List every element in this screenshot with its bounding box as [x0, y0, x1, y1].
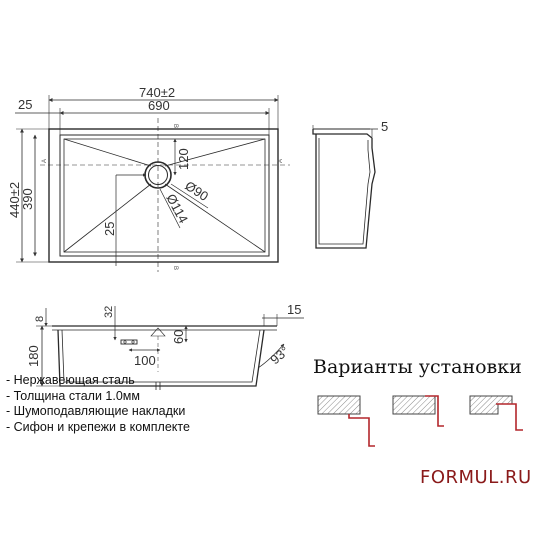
overflow-slot: [120, 339, 138, 345]
dim-overall-width: 740±2: [139, 85, 175, 100]
side-profile-inner: [318, 138, 371, 245]
feature-item: - Шумоподавляющие накладки: [6, 404, 186, 418]
dim-overflow-height: 60: [171, 330, 186, 344]
dim-flange: 25: [18, 97, 32, 112]
installation-variants: [317, 395, 523, 447]
section-view: [36, 306, 304, 390]
dim-rim-thickness: 8: [34, 316, 46, 322]
install-variant-undermount: [317, 395, 375, 447]
feature-item: - Нержавеющая сталь: [6, 373, 135, 387]
dim-drain-offset-left: 25: [102, 222, 117, 236]
section-mark-a-left: A: [42, 159, 48, 163]
side-profile-outer: [312, 129, 376, 249]
feature-item: - Сифон и крепежи в комплекте: [6, 419, 190, 434]
dim-overall-depth: 440±2: [7, 182, 22, 218]
dim-drain-diameter-outer: Ø114: [163, 191, 191, 225]
section-body-outer: [57, 329, 265, 387]
dim-overflow-distance: 100: [134, 353, 156, 368]
dim-rim: 5: [381, 119, 388, 134]
dim-drain-diameter-inner: Ø90: [182, 178, 211, 204]
installation-title: Варианты установки: [313, 356, 522, 378]
sink-bowl-inner-outline: [63, 138, 266, 253]
dim-bowl-depth: 390: [20, 188, 35, 210]
dim-height: 180: [26, 345, 41, 367]
dim-drain-offset-top: 120: [176, 148, 191, 170]
brand-logo-text[interactable]: FORMUL.RU: [420, 467, 532, 488]
feature-item: - Толщина стали 1.0мм: [6, 388, 140, 403]
side-view: [312, 125, 378, 249]
sink-outer-outline: [48, 128, 279, 263]
dim-right-flange: 15: [287, 302, 301, 317]
top-view: [15, 95, 290, 272]
dim-overflow-offset: 32: [103, 306, 115, 318]
section-mark-a-right: A: [278, 159, 284, 163]
install-variant-flush: [392, 395, 444, 427]
install-variant-inset: [469, 395, 523, 431]
bowl-fold-lines: [63, 138, 266, 253]
section-mark-b-bottom: B: [172, 266, 178, 270]
section-mark-b-top: B: [172, 124, 178, 128]
dim-wall-angle: 93°: [267, 343, 292, 367]
features-list: - Нержавеющая сталь - Толщина стали 1.0м…: [6, 373, 190, 435]
section-body-inner: [61, 329, 261, 383]
dim-bowl-width: 690: [148, 98, 170, 113]
sink-bowl-outline: [59, 134, 270, 257]
